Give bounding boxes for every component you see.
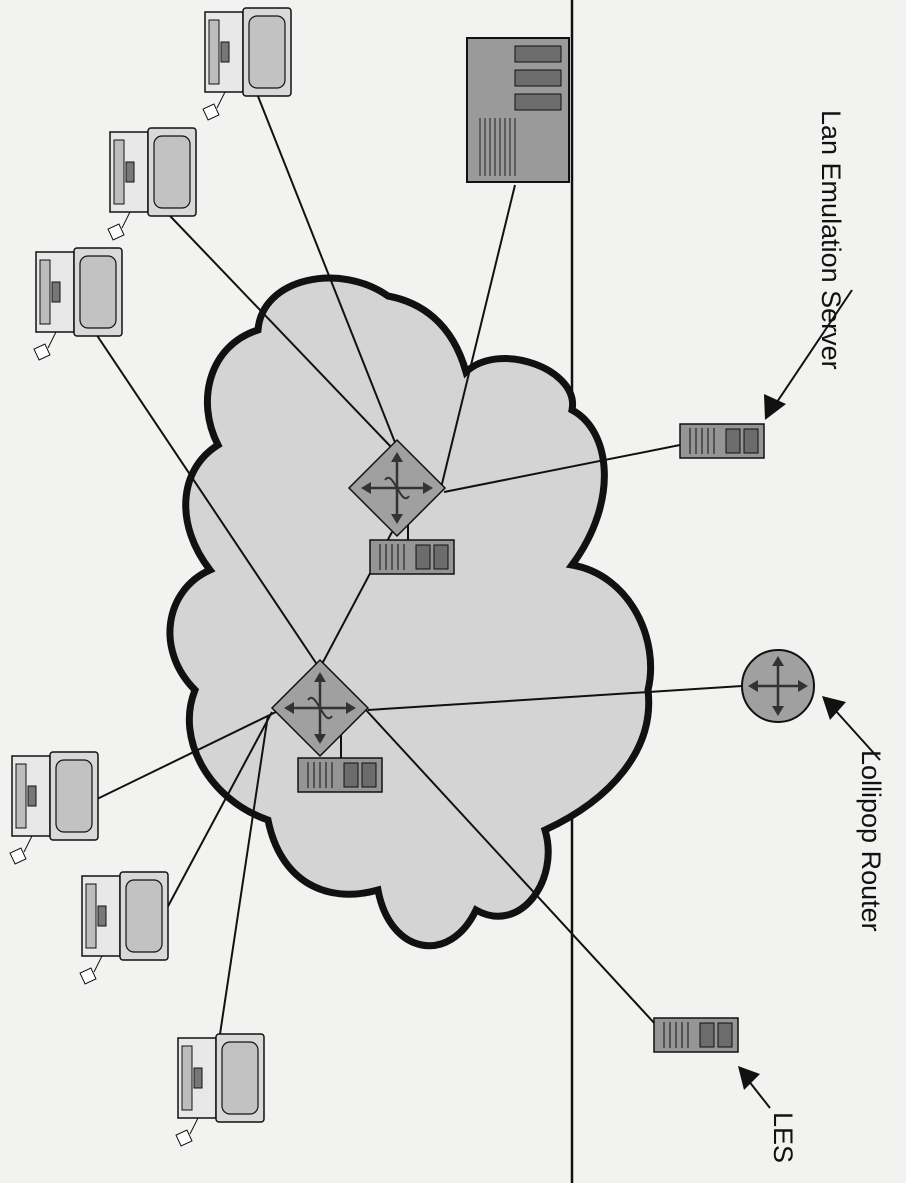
workstation-icon	[79, 871, 169, 985]
server-icon	[297, 757, 383, 793]
workstation-icon	[175, 1033, 265, 1147]
label-arrows	[738, 289, 881, 1109]
server-icon	[369, 539, 455, 575]
les-label: LES	[768, 1112, 798, 1163]
atm-network-cloud	[166, 274, 655, 950]
lan-emulation-server-icon	[679, 423, 765, 459]
router-icon	[741, 649, 815, 723]
connection-lines	[79, 75, 743, 1075]
mainframe-icon	[466, 37, 570, 183]
lollipop-router-label: Lollipop Router	[856, 750, 886, 932]
les-server-icon	[653, 1017, 739, 1053]
workstation-icon	[33, 247, 123, 361]
workstation-icon	[107, 127, 197, 241]
workstation-icon	[9, 751, 99, 865]
workstation-icon	[202, 7, 292, 121]
lan-emulation-server-label: Lan Emulation Server	[816, 110, 846, 370]
